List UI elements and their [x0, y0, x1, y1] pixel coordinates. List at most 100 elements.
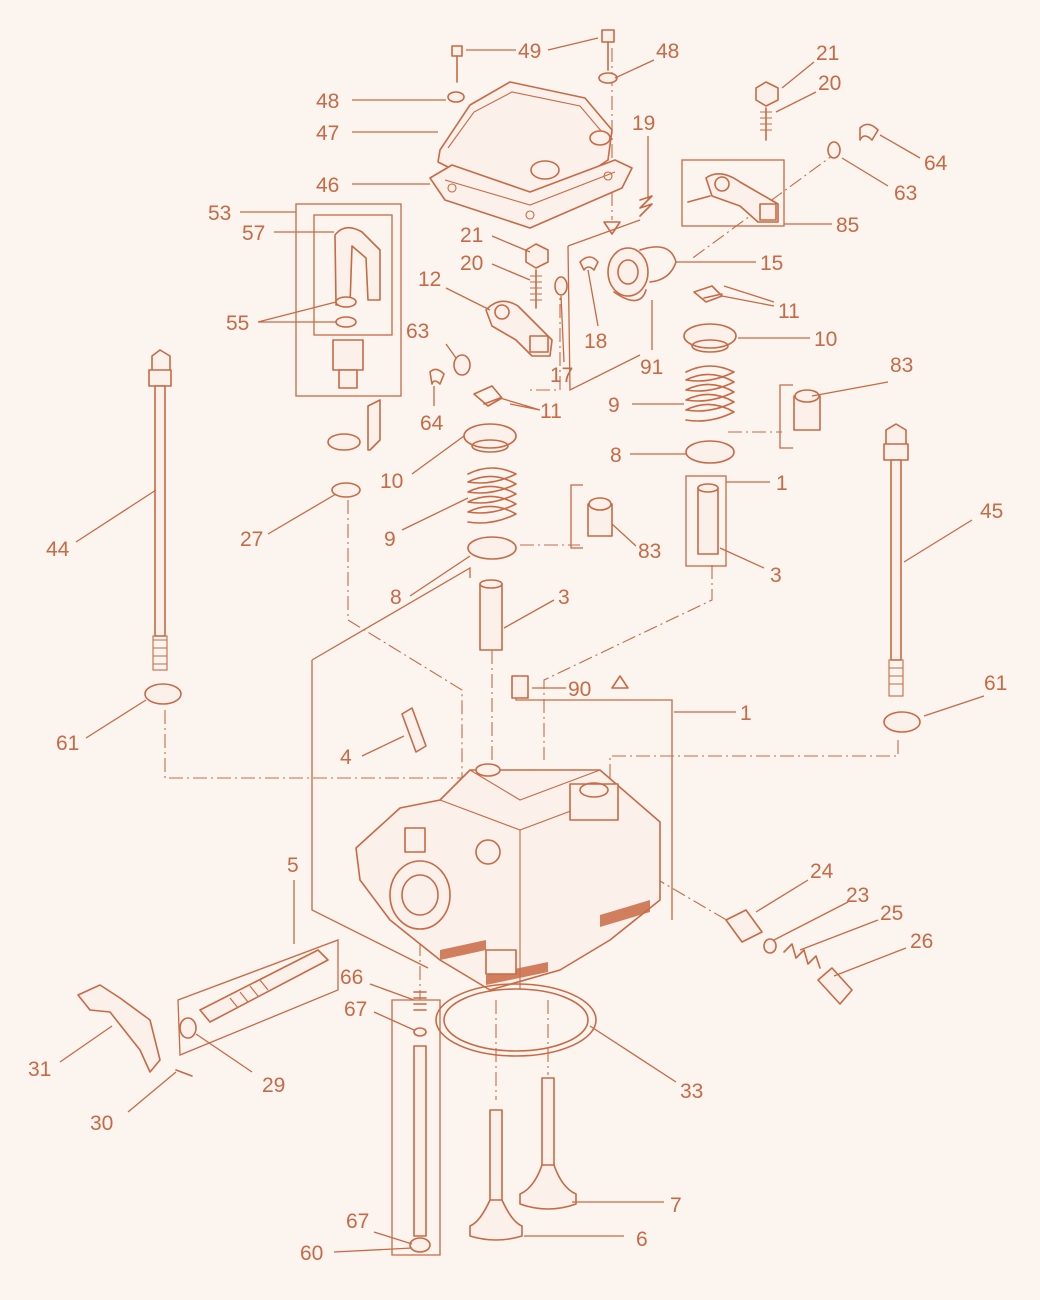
decompressor-15 — [607, 246, 677, 302]
washer-61-left — [144, 683, 182, 705]
label-21: 21 — [460, 224, 483, 247]
label-26: 26 — [910, 930, 933, 953]
label-19: 19 — [632, 112, 655, 135]
label-18: 18 — [584, 330, 607, 353]
label-91: 91 — [640, 356, 663, 379]
retainer-10-left — [463, 423, 517, 453]
pushrod-60 — [409, 991, 431, 1253]
label-8: 8 — [610, 444, 622, 467]
label-45: 45 — [980, 500, 1003, 523]
spring-9-left — [467, 467, 517, 524]
breather-assembly-53 — [332, 226, 381, 389]
label-12: 12 — [418, 268, 441, 291]
label-67: 67 — [346, 1210, 369, 1233]
label-57: 57 — [242, 222, 265, 245]
leader-lines — [59, 37, 985, 1253]
spring-9-right — [685, 365, 735, 422]
label-61: 61 — [984, 672, 1007, 695]
washer-17 — [554, 276, 568, 296]
label-64: 64 — [420, 412, 444, 435]
pin-30 — [175, 1069, 193, 1077]
stud-45 — [883, 423, 909, 697]
label-61: 61 — [56, 732, 79, 755]
clip-64-right — [859, 123, 879, 141]
label-3: 3 — [558, 586, 570, 609]
label-8: 8 — [390, 586, 402, 609]
label-11: 11 — [778, 300, 800, 323]
label-48: 48 — [656, 40, 679, 63]
spring-25 — [783, 943, 821, 969]
label-33: 33 — [680, 1080, 703, 1103]
bracket-27 — [327, 399, 381, 498]
label-30: 30 — [90, 1112, 113, 1135]
gasket-46 — [429, 159, 633, 229]
label-6: 6 — [636, 1228, 648, 1251]
washer-48-right — [598, 72, 618, 84]
valve-6 — [469, 1109, 523, 1241]
label-27: 27 — [240, 528, 263, 551]
washer-61-right — [883, 711, 921, 733]
label-85: 85 — [836, 214, 859, 237]
label-1: 1 — [740, 702, 752, 725]
keepers-11-right — [693, 285, 723, 303]
arrow-down — [603, 221, 621, 235]
label-29: 29 — [262, 1074, 285, 1097]
washer-48-left — [447, 91, 465, 103]
label-47: 47 — [316, 122, 339, 145]
bolt-49-left — [451, 45, 463, 83]
valve-cover-47 — [437, 81, 613, 196]
label-20: 20 — [460, 252, 483, 275]
label-4: 4 — [340, 746, 352, 769]
label-24: 24 — [810, 860, 834, 883]
cylinder-head — [355, 763, 661, 991]
label-83: 83 — [638, 540, 661, 563]
label-3: 3 — [770, 564, 782, 587]
label-20: 20 — [818, 72, 841, 95]
dowel-90 — [511, 675, 529, 699]
arrow-up — [611, 675, 629, 689]
seat-8-left — [467, 536, 517, 560]
label-46: 46 — [316, 174, 339, 197]
nut-21-left — [525, 243, 549, 309]
clip-64-left — [429, 368, 445, 385]
spring-19 — [639, 195, 653, 217]
label-10: 10 — [380, 470, 403, 493]
label-63: 63 — [894, 182, 917, 205]
label-49: 49 — [518, 40, 541, 63]
stud-44 — [148, 349, 172, 671]
seat-8-right — [685, 440, 735, 464]
callout-labels: 49 48 48 47 46 21 20 64 63 85 53 57 55 2… — [28, 40, 1007, 1265]
label-64: 64 — [924, 152, 948, 175]
seal-83-right — [793, 389, 821, 431]
label-67: 67 — [344, 998, 367, 1021]
washer-29 — [179, 1017, 197, 1039]
bolt-49-right — [601, 29, 615, 71]
seal-83-left — [587, 497, 613, 537]
rocker-arm-85 — [687, 173, 779, 223]
keepers-11-left — [473, 385, 503, 407]
clip-18 — [579, 256, 599, 271]
guide-1-right — [697, 483, 719, 555]
washer-63-right — [827, 141, 841, 159]
washer-63-left — [453, 354, 471, 376]
label-66: 66 — [340, 966, 363, 989]
lever-31 — [77, 984, 161, 1073]
label-9: 9 — [384, 528, 396, 551]
rocker-arm-12 — [485, 300, 553, 357]
label-31: 31 — [28, 1058, 51, 1081]
valve-7 — [519, 1077, 577, 1210]
plug-26 — [817, 967, 853, 1005]
bolt-4 — [401, 707, 427, 753]
label-11: 11 — [540, 400, 562, 423]
label-1: 1 — [776, 472, 788, 495]
nut-21-right — [755, 81, 779, 141]
label-23: 23 — [846, 884, 869, 907]
label-21: 21 — [816, 42, 839, 65]
label-83: 83 — [890, 354, 913, 377]
label-17: 17 — [550, 364, 573, 387]
sleeve-24 — [725, 909, 763, 943]
guide-3-left — [479, 579, 503, 651]
label-90: 90 — [568, 678, 591, 701]
label-10: 10 — [814, 328, 837, 351]
